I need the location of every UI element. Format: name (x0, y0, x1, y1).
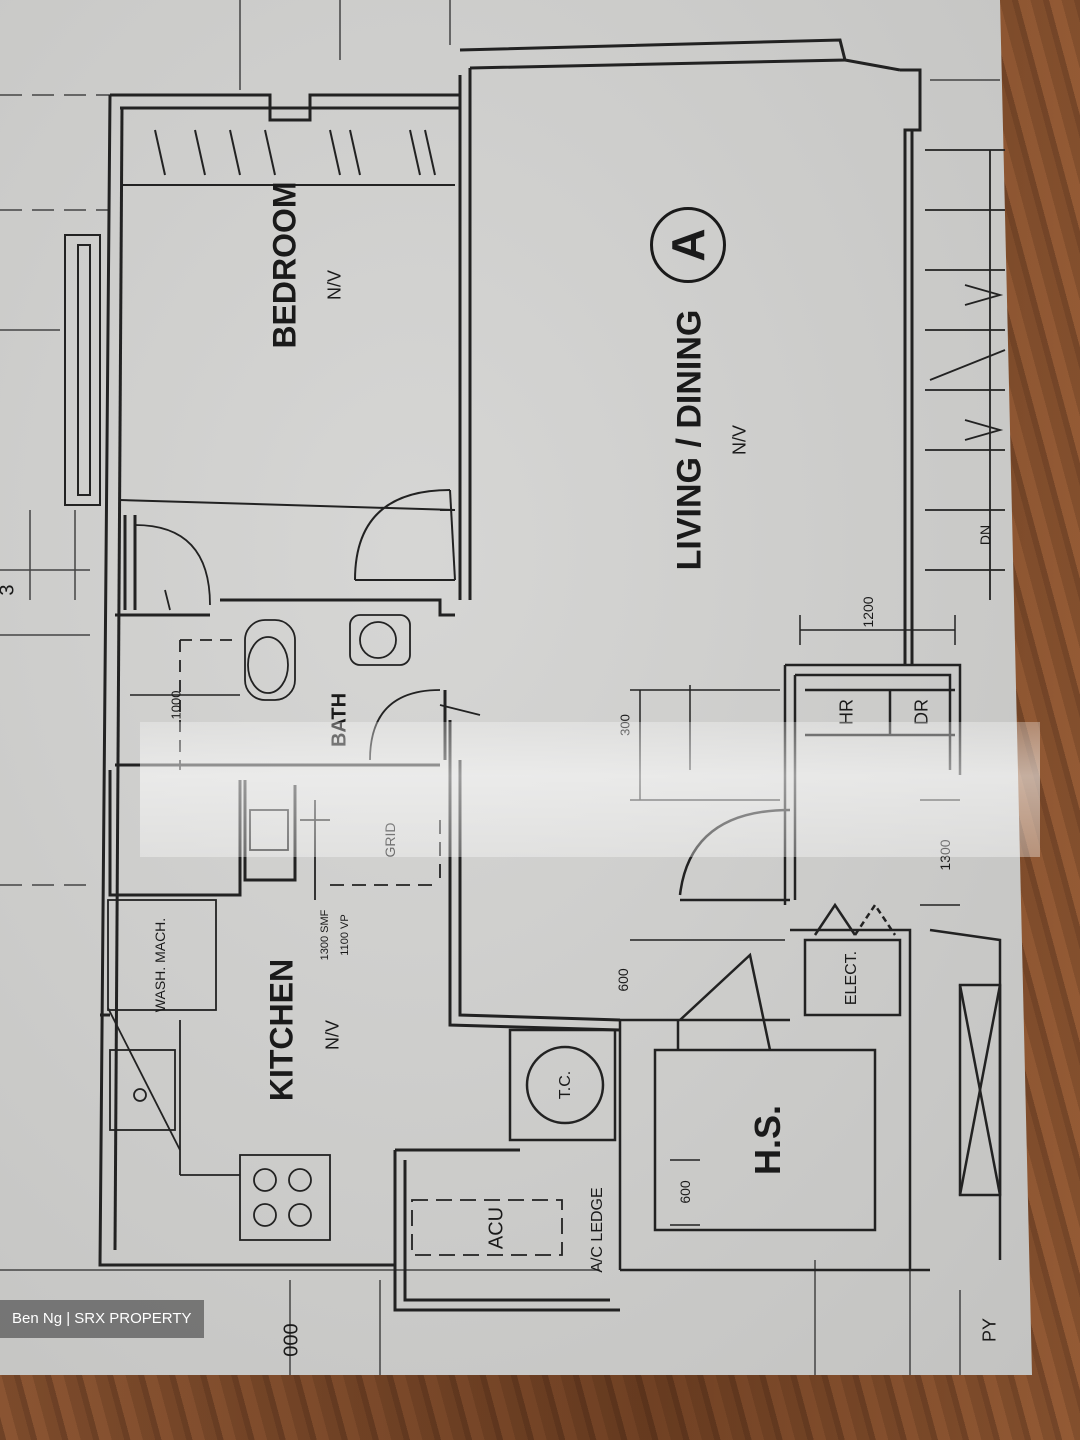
tc-label: T.C. (557, 1070, 574, 1100)
bedroom-door (354, 489, 456, 581)
dim-1200: 1200 (860, 596, 876, 628)
dim-1300: 1300 (937, 839, 953, 871)
dimension-lines (130, 615, 960, 1226)
tc-hs-blocks (508, 952, 930, 1272)
dr-label: DR (911, 699, 932, 725)
living-nv-label: N/V (729, 424, 750, 456)
kitchen-dim-note-2: 1100 VP (339, 914, 351, 956)
edge-mark-3: 3 (0, 584, 20, 595)
construction-lines (0, 0, 1000, 1375)
hs-label: H.S. (747, 1104, 788, 1176)
bath-walls (115, 515, 455, 767)
unit-type-badge: A (650, 207, 726, 283)
dim-300: 300 (617, 714, 633, 736)
dim-1000: 1000 (168, 690, 184, 720)
hr-label: HR (836, 699, 857, 725)
edge-mark-py: PY (979, 1317, 1000, 1343)
kitchen-nv-label: N/V (322, 1019, 343, 1051)
stair-down-label: DN (977, 524, 993, 546)
staircase (925, 149, 1006, 600)
bedroom-label: BEDROOM (266, 181, 303, 349)
bedroom-fixtures (64, 129, 456, 511)
paper-sheet (0, 0, 1032, 1375)
acu-label: ACU (485, 1206, 508, 1250)
kitchen-walls (100, 770, 620, 1312)
bath-sub-label: GRID (382, 822, 398, 858)
edge-mark-000: 000 (280, 1323, 303, 1357)
bath-label: BATH (328, 692, 351, 748)
kitchen-label: KITCHEN (263, 958, 300, 1102)
ac-ledge-label: A/C LEDGE (589, 1187, 606, 1273)
bedroom-nv-label: N/V (324, 269, 345, 301)
bath-fixtures (134, 524, 481, 770)
wash-machine-label: WASH. MACH. (152, 917, 168, 1013)
kitchen-dim-note: 1300 SMF (319, 909, 331, 961)
watermark: Ben Ng | SRX PROPERTY (0, 1300, 204, 1338)
elect-label: ELECT. (843, 950, 860, 1006)
service-strip (678, 663, 1002, 1270)
dim-600-hs: 600 (677, 1180, 693, 1204)
dim-600-left: 600 (615, 968, 631, 992)
living-dining-label: LIVING / DINING (670, 309, 709, 571)
